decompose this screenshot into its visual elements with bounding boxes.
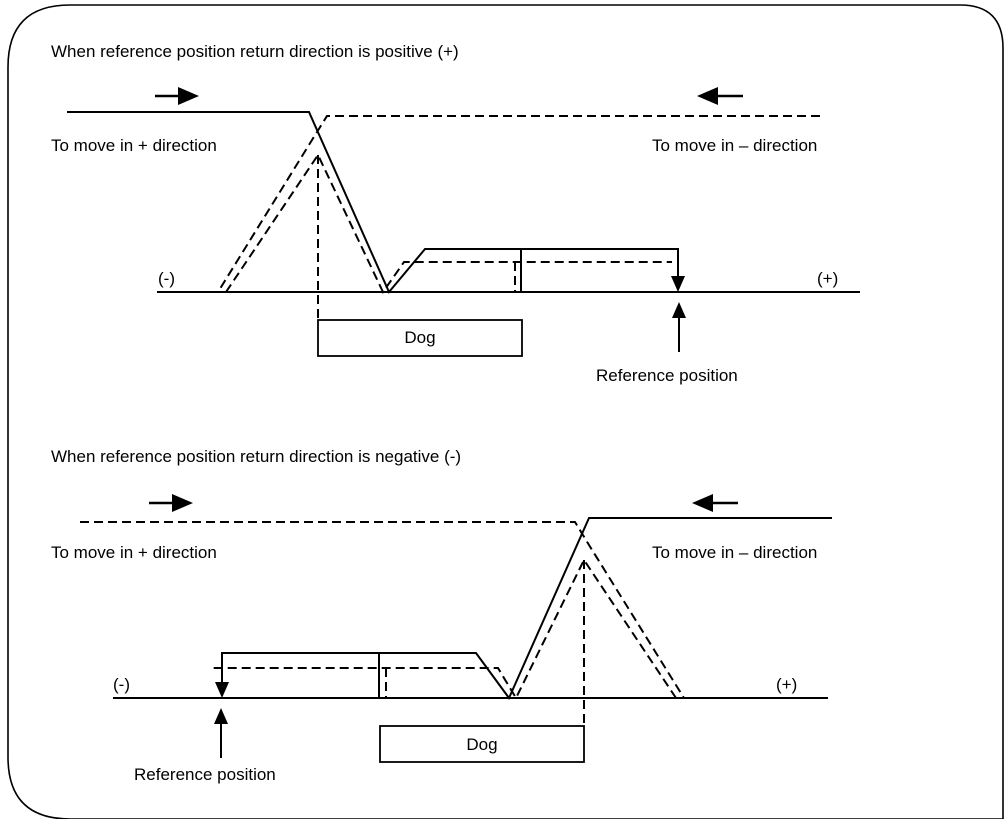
left-arrow-icon <box>692 494 738 512</box>
panel-positive-dashed-inner <box>225 152 672 294</box>
panel-negative-dog-label: Dog <box>466 735 497 754</box>
down-arrow-icon <box>215 682 229 698</box>
panel-positive-left-label: To move in + direction <box>51 136 217 155</box>
panel-negative-solid-path <box>221 517 832 700</box>
panel-positive-dog-label: Dog <box>404 328 435 347</box>
panel-positive-reference-label: Reference position <box>596 366 738 385</box>
panel-positive-solid-path <box>67 111 679 294</box>
panel-negative-dashed-top <box>80 521 685 699</box>
panel-negative-title: When reference position return direction… <box>51 447 461 466</box>
panel-negative: When reference position return direction… <box>51 447 832 784</box>
down-arrow-icon <box>671 276 685 292</box>
panel-negative-right-label: To move in – direction <box>652 543 817 562</box>
outer-frame <box>7 4 1004 819</box>
panel-negative-dog-box <box>379 725 585 763</box>
panel-negative-dashed-inner <box>212 558 677 701</box>
panel-negative-reference-label: Reference position <box>134 765 276 784</box>
up-arrow-icon <box>672 302 686 352</box>
panel-positive: When reference position return direction… <box>51 42 860 385</box>
right-arrow-icon <box>149 494 193 512</box>
panel-positive-axis-plus: (+) <box>817 269 838 288</box>
panel-positive-title: When reference position return direction… <box>51 42 459 61</box>
panel-negative-axis-minus: (-) <box>113 675 130 694</box>
panel-positive-right-label: To move in – direction <box>652 136 817 155</box>
up-arrow-icon <box>214 708 228 758</box>
panel-positive-dashed-top <box>217 115 820 293</box>
left-arrow-icon <box>697 87 743 105</box>
panel-positive-dog-box <box>317 319 523 357</box>
right-arrow-icon <box>155 87 199 105</box>
panel-positive-axis-minus: (-) <box>158 269 175 288</box>
panel-negative-left-label: To move in + direction <box>51 543 217 562</box>
panel-negative-axis-plus: (+) <box>776 675 797 694</box>
